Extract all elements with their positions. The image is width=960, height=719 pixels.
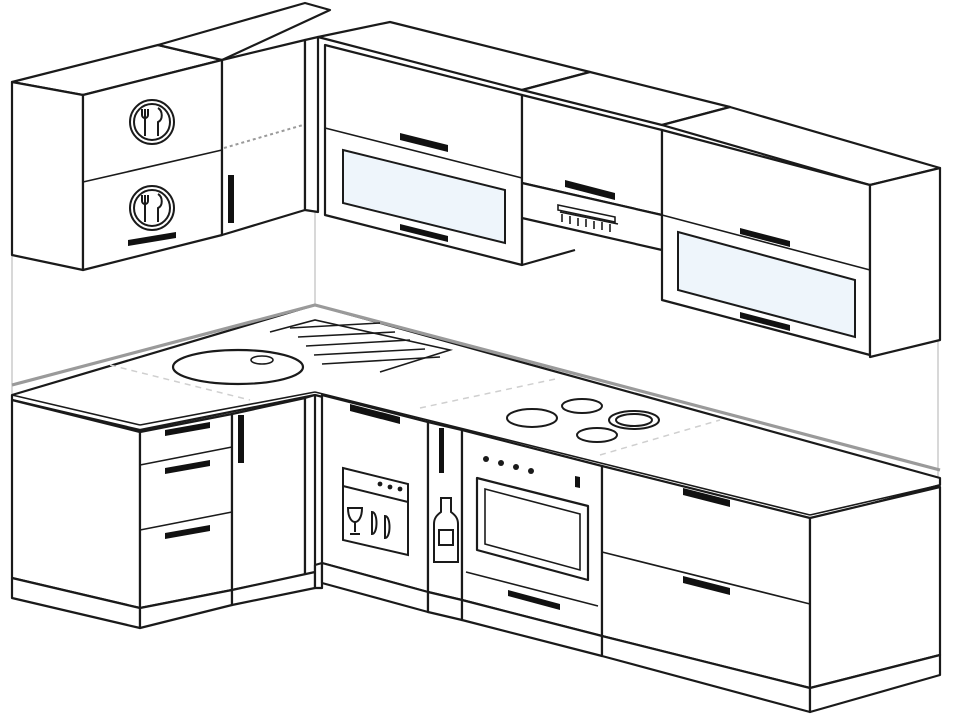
cooktop	[506, 398, 660, 443]
drawer-handle	[165, 460, 210, 474]
range-hood	[557, 204, 619, 232]
drawer-handle	[683, 488, 730, 507]
oven-knob	[498, 460, 504, 466]
drawer-handle	[128, 232, 176, 246]
cabinet-handle	[740, 228, 790, 247]
corner-cabinet-handle	[228, 175, 234, 223]
burner	[506, 408, 558, 428]
cabinet-handle	[740, 312, 790, 331]
glass-door-panel	[342, 148, 506, 245]
oven-knob	[483, 456, 489, 462]
drawer-handle	[508, 590, 560, 610]
burner	[561, 398, 603, 414]
drawer-handle	[165, 525, 210, 539]
drawer-handle	[683, 576, 730, 595]
sink	[171, 319, 454, 386]
drawer-handle	[165, 422, 210, 436]
oven-knob	[513, 464, 519, 470]
cabinet-handle	[400, 133, 448, 152]
drainboard-grooves	[289, 322, 441, 365]
burner	[576, 427, 618, 443]
cabinet-handle	[350, 404, 400, 424]
base-cabinets-left	[10, 393, 317, 630]
wine-glass-dishwasher-icon	[342, 466, 409, 557]
glass-door-panel	[677, 230, 856, 339]
door-handle	[238, 415, 244, 463]
oven	[465, 456, 599, 610]
door-handle	[439, 428, 444, 473]
upper-cabinets-left	[10, 1, 332, 272]
upper-cabinets-right	[316, 20, 942, 359]
base-cabinets-right	[313, 393, 942, 714]
oven-knob	[528, 468, 534, 474]
cabinet-handle	[400, 224, 448, 242]
bottle-icon	[433, 497, 459, 563]
cabinet-handle	[565, 180, 615, 200]
